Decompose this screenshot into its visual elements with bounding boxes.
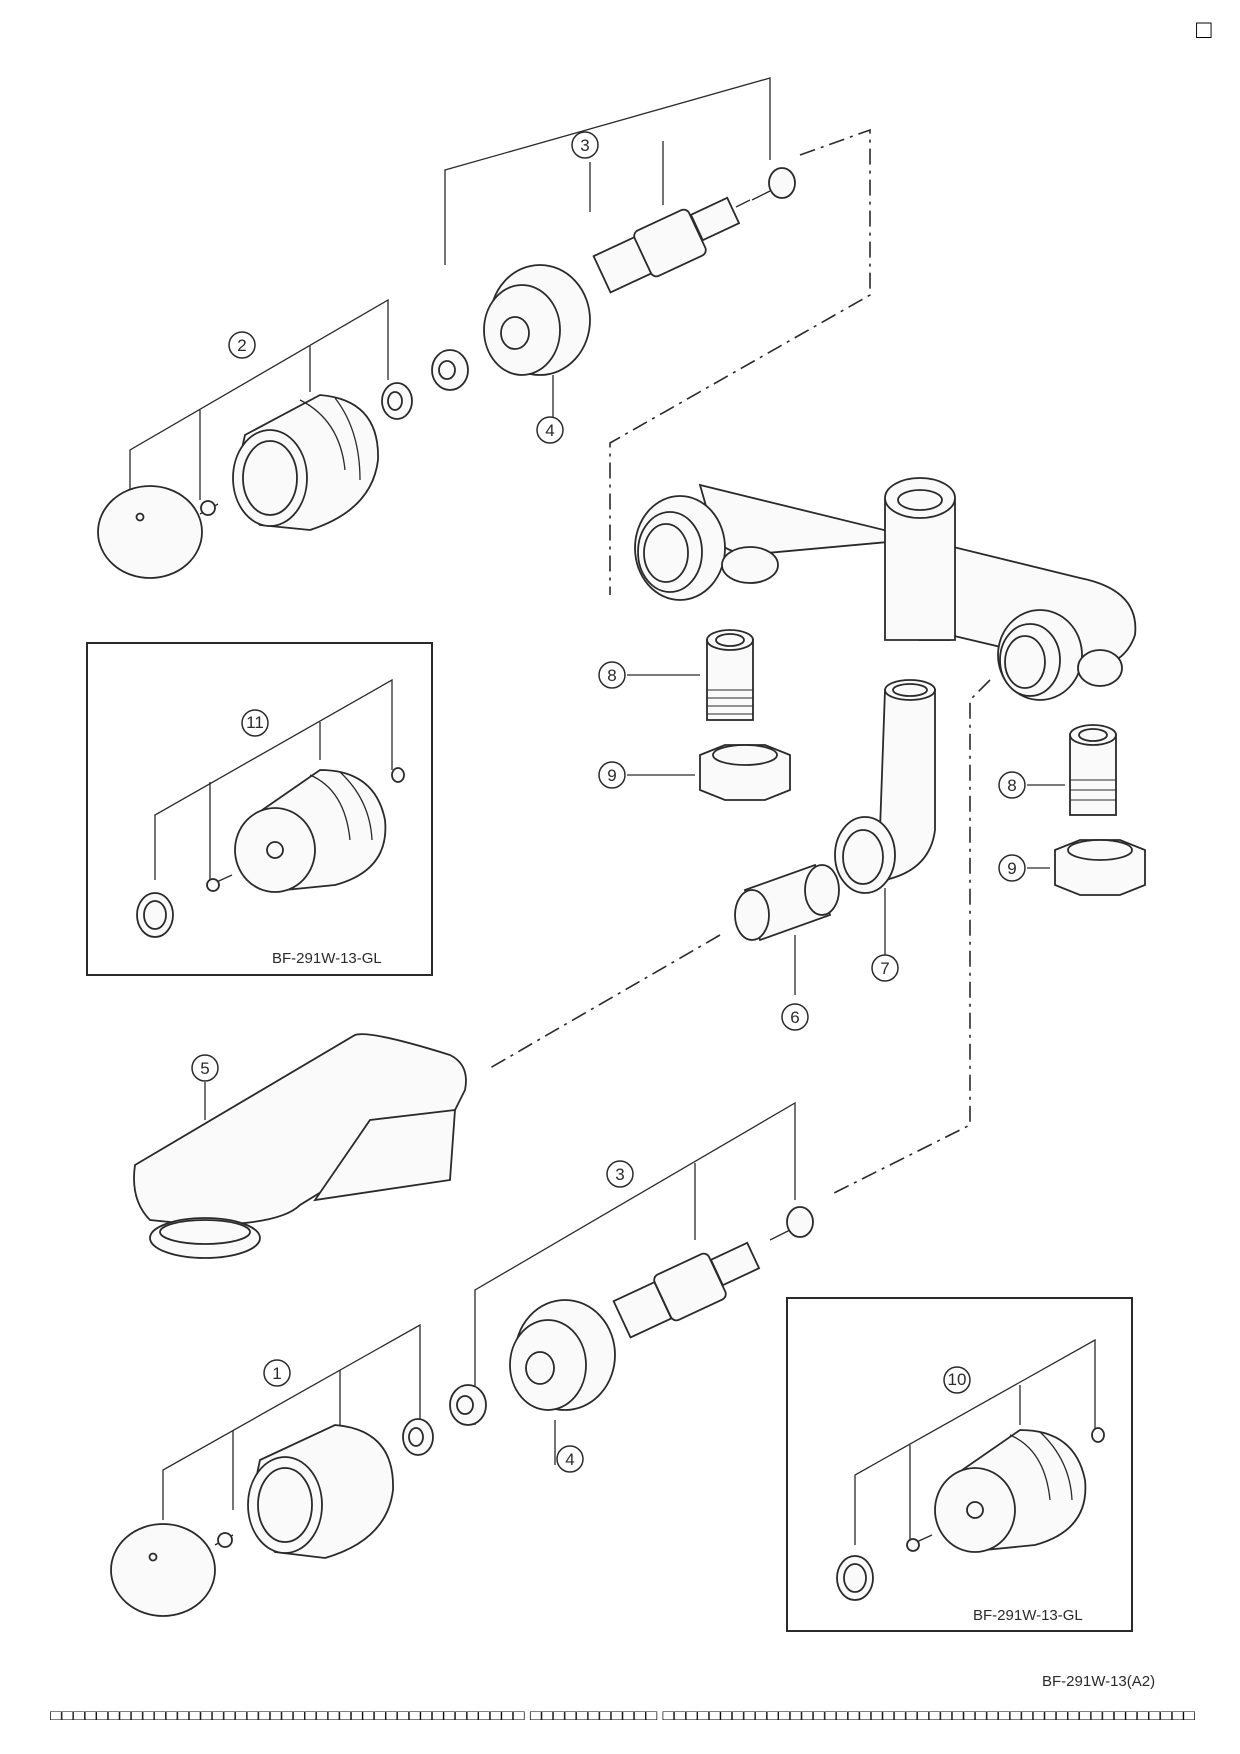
lower-valve-assembly [110,1101,814,1617]
elbow-and-nipple [734,679,936,995]
callout-9-right: 9 [1007,859,1016,878]
inset-top-left-label: BF-291W-13-GL [272,950,382,967]
faucet-body [634,477,1137,701]
callout-3-upper: 3 [580,136,589,155]
drawing-reference: BF-291W-13(A2) [1042,1673,1155,1690]
lower-cap [110,1523,216,1617]
callout-3-lower: 3 [615,1165,624,1184]
upper-cap [97,485,203,579]
callout-2: 2 [237,336,246,355]
footer-glyph-row: □□□□□□□□□□□□□□□□□□□□□□□□□□□□□□□□□□□□□□□□… [50,1707,1196,1723]
callout-8-right: 8 [1007,776,1016,795]
upper-handle [232,394,379,531]
inset-bottom-right-label: BF-291W-13-GL [973,1607,1083,1624]
upper-cartridge [592,196,751,294]
right-fittings [1027,724,1146,896]
callout-8-left: 8 [607,666,616,685]
inset-bottom-right [786,1297,1133,1632]
callout-11: 11 [246,713,264,732]
callout-4-upper: 4 [545,421,554,440]
inset-top-left [86,642,433,976]
callout-9-left: 9 [607,766,616,785]
callout-7: 7 [880,959,889,978]
upper-screw [199,500,219,516]
left-fittings [627,629,791,801]
callout-10: 10 [948,1370,967,1389]
corner-checkbox: □ [1196,14,1212,44]
callout-6: 6 [790,1008,799,1027]
callout-1: 1 [272,1364,281,1383]
spout [133,1033,467,1259]
callout-4-lower: 4 [565,1450,574,1469]
callout-5: 5 [200,1059,209,1078]
upper-valve-assembly [97,77,796,579]
